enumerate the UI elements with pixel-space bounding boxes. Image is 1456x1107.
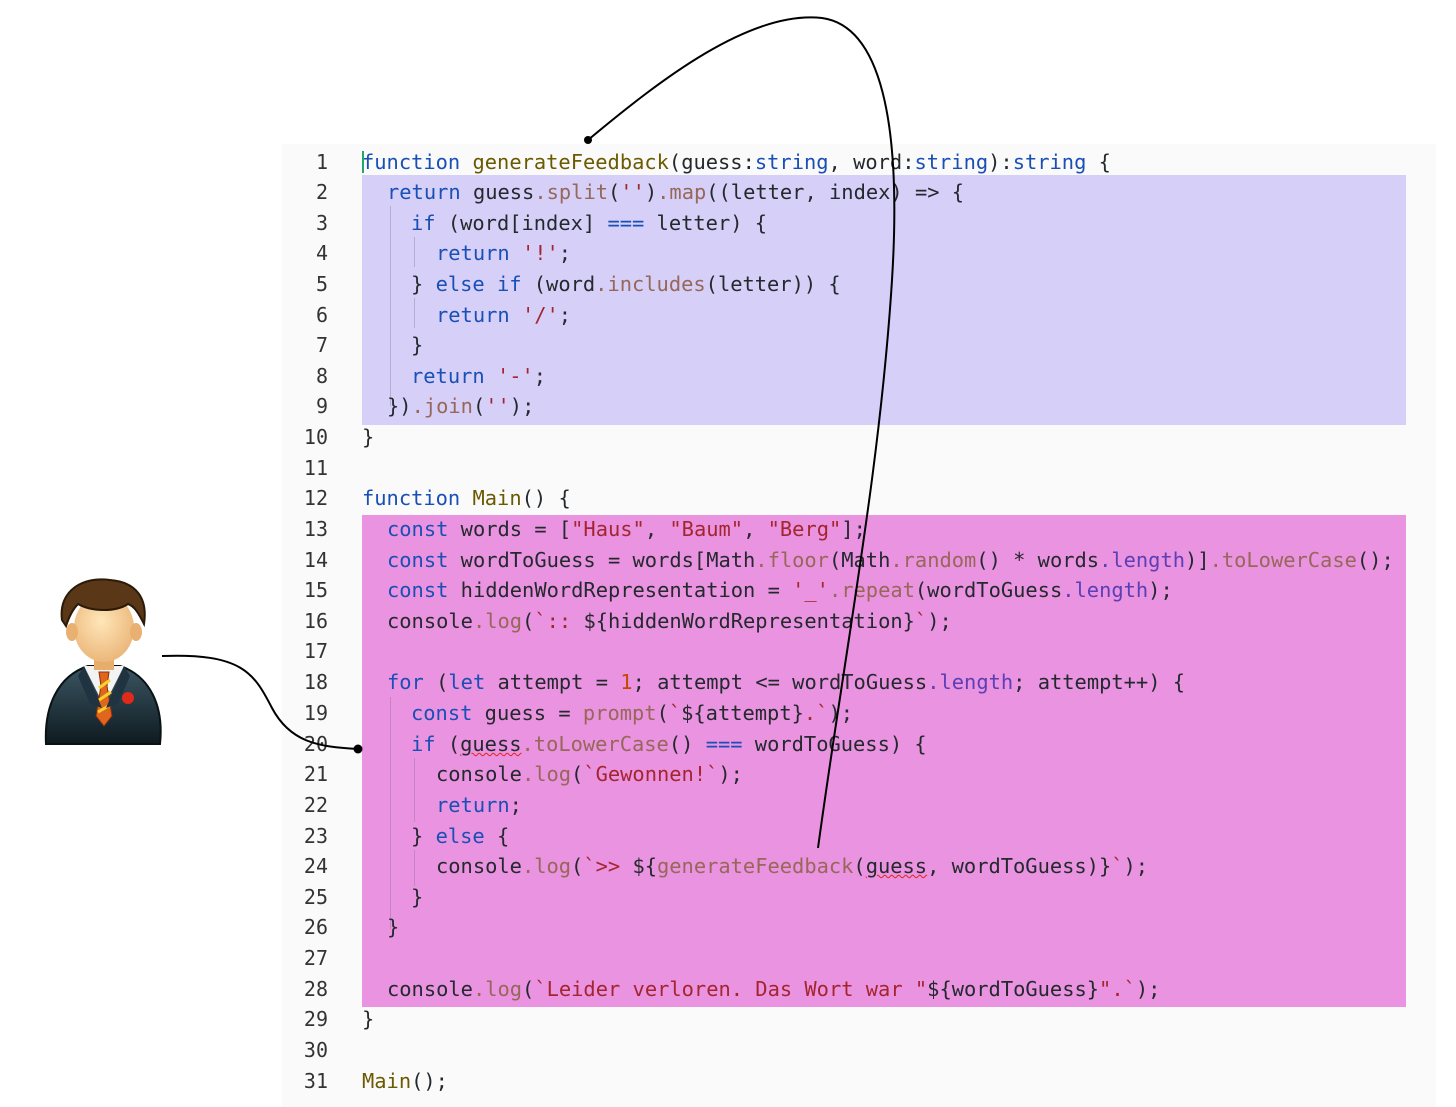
code-line: if (word[index] === letter) { [411, 211, 768, 235]
line-number: 10 [303, 425, 328, 449]
code-line: return guess.split('').map((letter, inde… [387, 180, 965, 204]
call-to-definition-connector [587, 16, 896, 849]
line-number: 4 [315, 241, 328, 265]
line-number: 17 [303, 639, 328, 663]
line-number: 21 [303, 762, 328, 786]
line-number: 14 [303, 548, 328, 572]
code-line: }).join(''); [387, 394, 535, 418]
indent-guide [414, 850, 415, 886]
line-number: 9 [315, 394, 328, 418]
line-number: 27 [303, 946, 328, 970]
indent-guide [390, 206, 391, 406]
code-line: } [411, 885, 424, 909]
line-number: 13 [303, 517, 328, 541]
code-line: console.log(`Leider verloren. Das Wort w… [387, 977, 1161, 1001]
line-number: 24 [303, 854, 328, 878]
indent-guide [414, 237, 415, 267]
line-number: 31 [303, 1069, 328, 1093]
line-number: 29 [303, 1007, 328, 1031]
code-line: } [387, 915, 400, 939]
line-number: 12 [303, 486, 328, 510]
line-number: 3 [315, 211, 328, 235]
line-number: 15 [303, 578, 328, 602]
line-number: 1 [315, 150, 328, 174]
indent-guide [390, 697, 391, 929]
code-line: console.log(`>> ${generateFeedback(guess… [436, 854, 1149, 878]
line-number: 6 [315, 303, 328, 327]
code-line: function Main() { [362, 486, 571, 510]
highlight-main-body [362, 515, 1406, 1007]
businessman-icon [44, 578, 162, 745]
line-number: 11 [303, 456, 328, 480]
code-line: Main(); [362, 1069, 448, 1093]
text-cursor [362, 151, 364, 173]
line-number: 8 [315, 364, 328, 388]
code-line: const wordToGuess = words[Math.floor(Mat… [387, 548, 1394, 572]
code-line: } else { [411, 824, 510, 848]
code-line: for (let attempt = 1; attempt <= wordToG… [387, 670, 1186, 694]
code-line: const hiddenWordRepresentation = '_'.rep… [387, 578, 1173, 602]
code-line: console.log(`:: ${hiddenWordRepresentati… [387, 609, 952, 633]
code-line: } else if (word.includes(letter)) { [411, 272, 841, 296]
line-number: 7 [315, 333, 328, 357]
code-line: } [362, 1007, 375, 1031]
line-number: 23 [303, 824, 328, 848]
code-line: const words = ["Haus", "Baum", "Berg"]; [387, 517, 866, 541]
line-number: 2 [315, 180, 328, 204]
code-line: return '-'; [411, 364, 547, 388]
code-line: console.log(`Gewonnen!`); [436, 762, 743, 786]
line-number: 5 [315, 272, 328, 296]
connector-end-dot [584, 136, 592, 144]
indent-guide [414, 298, 415, 328]
line-number: 25 [303, 885, 328, 909]
code-line: } [362, 425, 375, 449]
indent-guide [414, 758, 415, 822]
code-line: } [411, 333, 424, 357]
line-number: 19 [303, 701, 328, 725]
line-number: 30 [303, 1038, 328, 1062]
line-number: 16 [303, 609, 328, 633]
line-number: 26 [303, 915, 328, 939]
connector-end-dot [353, 744, 363, 754]
line-number: 28 [303, 977, 328, 1001]
code-line: return '/'; [436, 303, 572, 327]
code-line: const guess = prompt(`${attempt}.`); [411, 701, 854, 725]
code-line: return; [436, 793, 522, 817]
user-to-main-connector [161, 654, 359, 750]
code-line: if (guess.toLowerCase() === wordToGuess)… [411, 732, 927, 756]
code-line: function generateFeedback(guess:string, … [362, 150, 1111, 174]
line-number: 18 [303, 670, 328, 694]
code-line: return '!'; [436, 241, 572, 265]
line-number: 22 [303, 793, 328, 817]
